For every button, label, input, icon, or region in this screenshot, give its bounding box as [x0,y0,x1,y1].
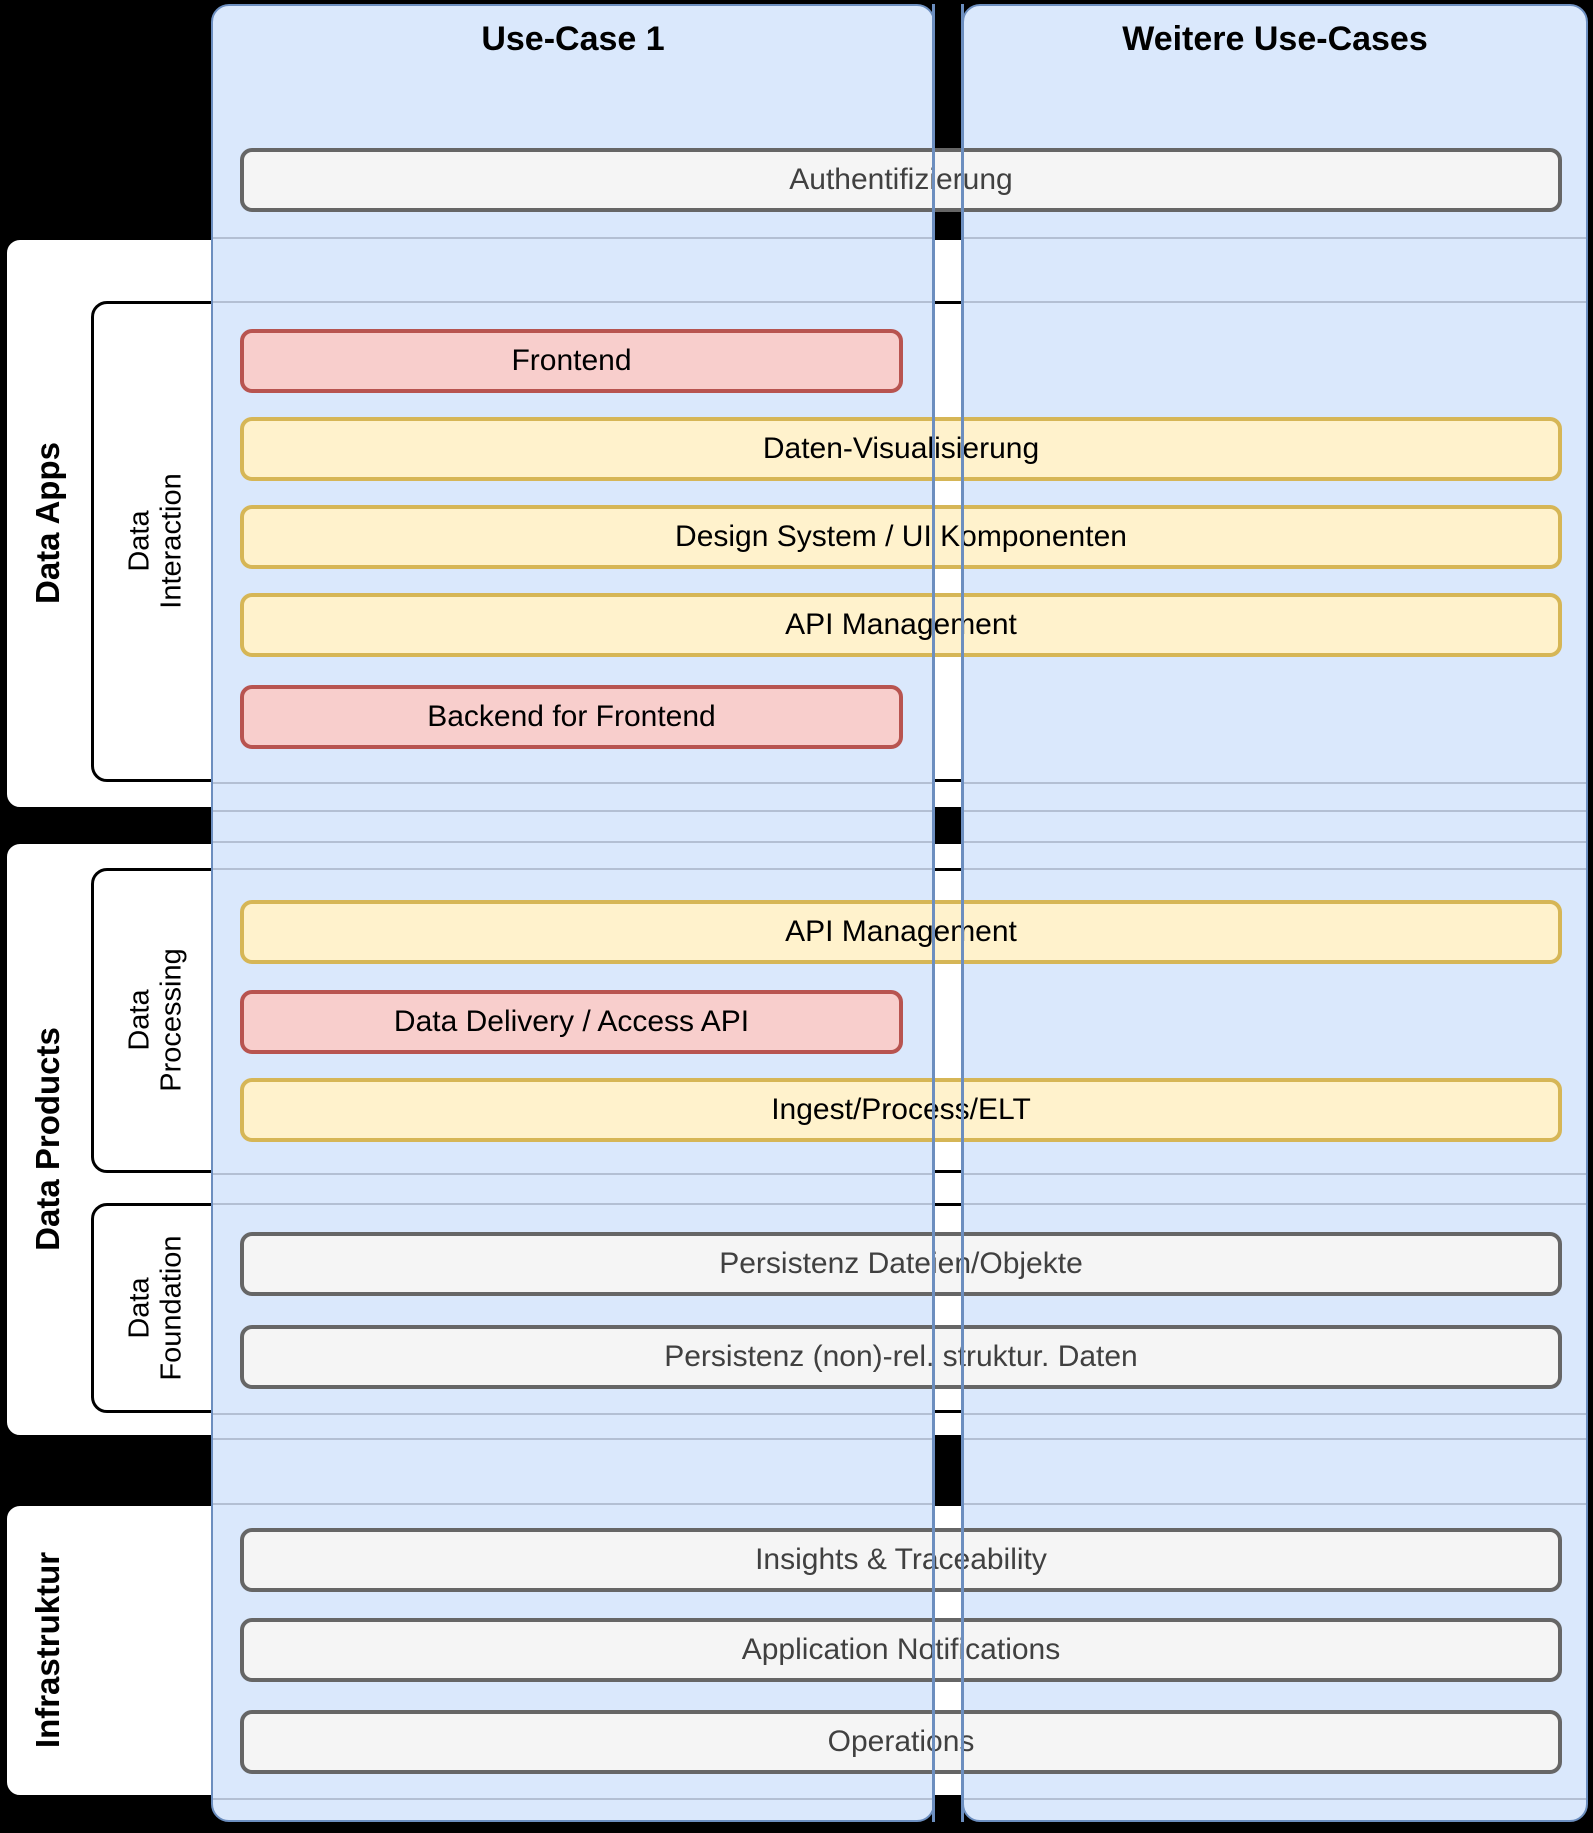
bar-design-system: Design System / UI Komponenten [240,505,1562,569]
group-boundary-line [964,841,1586,843]
panel-border-weitere-use-cases-left [961,4,964,1822]
group-label-infrastruktur: Infrastruktur [29,1551,66,1749]
group-boundary-line [213,1413,934,1415]
bar-ingest-process-elt: Ingest/Process/ELT [240,1078,1562,1142]
group-boundary-line [964,237,1586,239]
group-label-data-processing: Data Processing [123,948,188,1092]
group-boundary-line [964,810,1586,812]
bar-frontend: Frontend [240,329,903,393]
bar-label: Design System / UI Komponenten [675,520,1127,553]
bar-label: Application Notifications [741,1633,1061,1666]
bar-authentifizierung: Authentifizierung [240,148,1562,212]
group-boundary-line [213,1798,934,1800]
bar-label: Frontend [511,344,632,377]
bar-backend-for-frontend: Backend for Frontend [240,685,903,749]
group-boundary-line [964,1438,1586,1440]
bar-label: Ingest/Process/ELT [771,1093,1031,1126]
group-boundary-line [213,782,934,784]
group-label-data-products: Data Products [29,1027,66,1251]
group-boundary-line [213,1503,934,1505]
bar-label: Data Delivery / Access API [393,1005,750,1038]
column-header-weitere-use-cases: Weitere Use-Cases [1122,20,1428,58]
group-boundary-line [964,301,1586,303]
bar-label: API Management [785,608,1017,641]
group-boundary-line [213,1173,934,1175]
group-boundary-line [964,1798,1586,1800]
bar-label: Operations [827,1725,975,1758]
column-header-use-case-1: Use-Case 1 [481,20,665,58]
bar-persistenz-dateien-objekte: Persistenz Dateien/Objekte [240,1232,1562,1296]
group-boundary-line [213,868,934,870]
bar-api-management-2: API Management [240,900,1562,964]
group-boundary-line [213,301,934,303]
bar-label: Daten-Visualisierung [762,432,1040,465]
group-boundary-line [964,1173,1586,1175]
group-label-data-interaction: Data Interaction [123,473,188,609]
bar-daten-visualisierung: Daten-Visualisierung [240,417,1562,481]
bar-label: Authentifizierung [789,163,1013,196]
bar-label: Persistenz Dateien/Objekte [719,1247,1083,1280]
bar-label: Backend for Frontend [427,700,716,733]
group-boundary-line [964,1413,1586,1415]
bar-operations: Operations [240,1710,1562,1774]
bar-application-notifications: Application Notifications [240,1618,1562,1682]
bar-label: Insights & Traceability [755,1543,1047,1576]
bar-data-delivery-access-api: Data Delivery / Access API [240,990,903,1054]
group-boundary-line [213,810,934,812]
group-boundary-line [213,841,934,843]
bar-label: Persistenz (non)-rel. struktur. Daten [664,1340,1138,1373]
group-label-data-apps: Data Apps [29,442,66,604]
bar-persistenz-non-rel: Persistenz (non)-rel. struktur. Daten [240,1325,1562,1389]
bar-api-management-1: API Management [240,593,1562,657]
group-boundary-line [213,1438,934,1440]
group-boundary-line [964,1203,1586,1205]
group-boundary-line [964,782,1586,784]
group-boundary-line [964,1503,1586,1505]
bar-label: API Management [785,915,1017,948]
panel-border-use-case-1-right [932,4,935,1822]
group-label-data-foundation: Data Foundation [123,1235,188,1381]
group-boundary-line [213,237,934,239]
group-boundary-line [964,868,1586,870]
group-boundary-line [213,1203,934,1205]
bar-insights-traceability: Insights & Traceability [240,1528,1562,1592]
